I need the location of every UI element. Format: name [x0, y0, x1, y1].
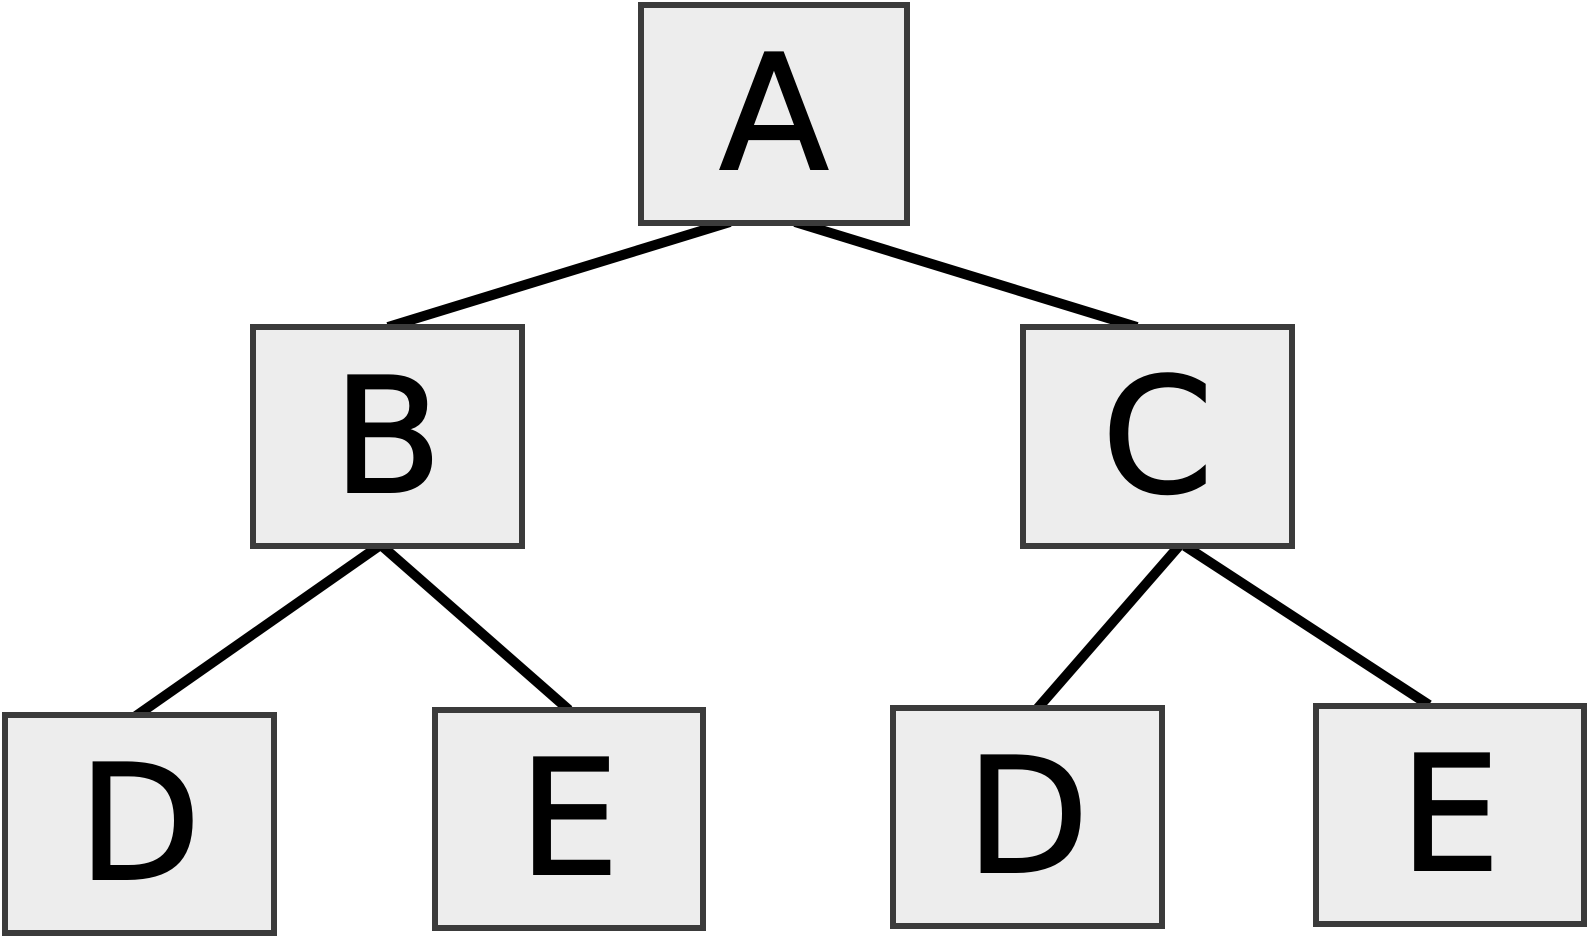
- node-e-right: E: [1313, 703, 1587, 927]
- edge-b-d: [133, 541, 382, 721]
- node-d-right: D: [890, 705, 1165, 929]
- node-e-left: E: [432, 707, 706, 931]
- node-d-left: D: [2, 712, 277, 936]
- node-e-left-label: E: [517, 725, 620, 912]
- node-c: C: [1020, 324, 1295, 549]
- node-c-label: C: [1101, 342, 1215, 530]
- edge-a-c: [793, 217, 1139, 332]
- edge-a-b: [386, 217, 732, 332]
- node-a: A: [638, 2, 910, 226]
- node-d-right-label: D: [965, 723, 1090, 910]
- node-b-label: B: [332, 342, 444, 530]
- node-a-label: A: [718, 20, 829, 207]
- edge-c-d: [1033, 542, 1183, 713]
- node-b: B: [250, 324, 525, 549]
- edge-c-e: [1182, 541, 1432, 710]
- edge-b-e: [378, 542, 573, 714]
- node-d-left-label: D: [77, 730, 202, 917]
- node-e-right-label: E: [1398, 721, 1501, 908]
